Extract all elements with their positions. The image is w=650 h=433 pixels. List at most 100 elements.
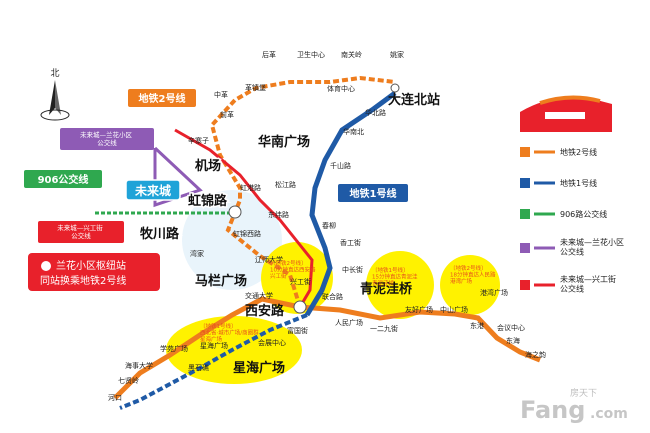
station-zhongshanguangchang[interactable]: 中山广场 [440,305,468,314]
legend-bus906-text: 906路公交线 [560,209,607,219]
label-bus906[interactable]: 906公交线 [24,170,102,188]
station-qixianling[interactable]: 七贤岭 [118,376,139,385]
station-muchuanlu[interactable]: 牧川路 [139,225,182,244]
station-xinzhaizi[interactable]: 辛寨子 [188,136,209,145]
station-huabeilu[interactable]: 华北路 [365,108,386,117]
station-heishijiao[interactable]: 黑石礁 [188,363,209,372]
station-jiaotongdaxue[interactable]: 交通大学 [245,291,273,300]
station-qiangee[interactable]: 前革 [220,110,234,119]
svg-text:〔地铁1号线〕西北省·城市广场/商圈群星海广场: 〔地铁1号线〕西北省·城市广场/商圈群星海广场 [200,322,259,343]
legend-line1: 地铁1号线 [520,178,597,188]
station-malanguangchang[interactable]: 马栏广场 [195,273,247,289]
compass-label: 北 [50,68,59,79]
label-line2[interactable]: 地铁2号线 [128,89,196,107]
station-yaojia[interactable]: 姚家 [390,50,404,59]
note-qingniwaqiao: 〔地铁1号线〕 [372,266,409,274]
watermark-cn: 房天下 [570,387,597,399]
station-xiangongjie[interactable]: 香工街 [340,238,361,247]
station-xinggongjie[interactable]: 兴工街 [290,277,311,286]
compass: 北 [40,68,70,121]
metro-line-1-south[interactable] [119,313,308,410]
station-liaoshidaxue[interactable]: 辽师大学 [255,255,283,264]
bus-xinggong-route[interactable] [174,128,314,308]
station-xingchengguangchang[interactable]: 星海广场 [200,341,228,350]
station-fuguojie[interactable]: 富国街 [287,326,308,335]
legend-bus-xinggong-text: 未来城—兴工街公交线 [560,274,616,294]
label-line1-text: 地铁1号线 [350,187,397,200]
highlight-notes: 〔地铁2号线〕10分钟直达西安路兴工街 〔地铁1号线〕15分钟直达青泥洼青泥洼桥… [200,259,496,343]
station-dongweilu[interactable]: 东纬路 [268,210,289,219]
north-arrow-icon [49,80,55,115]
label-bus-lanhua[interactable]: 未来城—兰花小区 公交线 [60,128,154,150]
station-yierjiulu[interactable]: 一二九街 [370,324,398,333]
station-labels: 后革 卫生中心 南关岭 姚家 革镇堡 体育中心 大连北站 中革 华北路 前革 辛… [108,50,546,402]
station-qingniwaqiao[interactable]: 青泥洼桥 [360,281,413,297]
station-renminguangchang[interactable]: 人民广场 [335,318,363,327]
station-weishengzhongxin[interactable]: 卫生中心 [297,50,325,59]
station-xuefuguangchang[interactable]: 学苑广场 [160,344,188,353]
station-songjianglu[interactable]: 松江路 [275,180,296,189]
station-jichang[interactable]: 机场 [194,157,223,176]
station-haizhiyun[interactable]: 海之韵 [525,350,546,359]
station-haijia[interactable]: 湾家 [190,249,204,258]
legend-line2-text: 地铁2号线 [560,147,597,157]
station-haishidaxue[interactable]: 海事大学 [125,361,153,370]
station-zhongge[interactable]: 中革 [214,90,228,99]
watermark: 房天下 Fang .com [520,387,628,424]
callout-lanhua-hub[interactable]: 兰花小区枢纽站 同站换乘地铁2号线 [28,253,160,291]
note-xinghai: 〔地铁1号线〕 [200,322,237,330]
label-bus-lanhua-text: 未来城—兰花小区 公交线 [80,130,134,147]
station-xian[interactable]: 西安路 [245,303,285,319]
legend-line2: 地铁2号线 [520,147,597,157]
svg-text:〔地铁2号线〕10分钟直达西安路兴工街: 〔地铁2号线〕10分钟直达西安路兴工街 [270,259,316,280]
station-huananbei[interactable]: 华南北 [343,127,364,136]
legend-bus-lanhua-text: 未来城—兰花小区公交线 [560,237,624,257]
train-icon [520,95,612,132]
station-hougu[interactable]: 后革 [262,50,276,59]
station-huizhanzhongxin2[interactable]: 会展中心 [258,338,286,347]
station-dalianbeizhan[interactable]: 大连北站 [388,92,440,108]
station-hongganlu[interactable]: 虹港路 [240,183,261,192]
highlight-gangwan [440,255,500,315]
station-dongfeng[interactable]: 东港 [470,321,484,330]
legend: 地铁2号线 地铁1号线 906路公交线 未来城—兰花小区公交线 未来城—兴工街公… [520,147,624,294]
station-hongjinlu[interactable]: 虹锦路 [187,192,230,211]
station-gejingli[interactable]: 革镇堡 [245,83,266,92]
watermark-brand: Fang [520,396,585,424]
station-tiyuzhongxin[interactable]: 体育中心 [327,84,355,93]
highlight-qingniwaqiao [366,251,434,319]
station-huizhanzhongxin[interactable]: 会议中心 [497,323,525,332]
label-line2-text: 地铁2号线 [139,92,186,105]
station-chunliu[interactable]: 春柳 [322,221,336,230]
station-hongjinxilu[interactable]: 虹锦西路 [233,229,261,238]
station-donghai[interactable]: 东海 [506,336,520,345]
metro-line-1[interactable] [304,90,397,317]
station-hekou[interactable]: 河口 [108,394,122,402]
note-xinggong: 〔地铁2号线〕 [270,259,307,267]
callout-line1: 兰花小区枢纽站 [56,259,126,272]
station-gangwanguangchang[interactable]: 港湾广场 [480,288,508,297]
svg-text:〔地铁2号线〕18分钟直达人民路港湾广场: 〔地铁2号线〕18分钟直达人民路港湾广场 [450,264,496,285]
svg-text:〔地铁1号线〕15分钟直达青泥洼青泥洼桥: 〔地铁1号线〕15分钟直达青泥洼青泥洼桥 [372,266,418,287]
station-youhaoguangchang[interactable]: 友好广场 [405,305,433,314]
label-bus-xinggong-text: 未来城—兴工街 公交线 [57,223,105,240]
badge-future-city-text: 未来城 [134,183,171,198]
metro-line-2-branch[interactable] [209,75,396,308]
label-bus-xinggong[interactable]: 未来城—兴工街 公交线 [38,221,124,243]
legend-line1-text: 地铁1号线 [560,178,597,188]
station-qianshanlu[interactable]: 千山路 [330,161,351,170]
station-nanguanling[interactable]: 南关岭 [341,50,362,59]
station-huananguangchang[interactable]: 华南广场 [258,134,310,150]
label-line1[interactable]: 地铁1号线 [338,184,408,202]
note-gangwan: 〔地铁2号线〕 [450,264,487,272]
badge-future-city[interactable]: 未来城 [125,179,181,201]
station-zhongchangjie[interactable]: 中长街 [342,265,363,274]
station-xinghaiguangchang[interactable]: 星海广场 [233,360,285,376]
legend-bus-xinggong: 未来城—兴工街公交线 [520,274,616,294]
station-lianheilu[interactable]: 联合路 [322,292,343,301]
station-dots [228,83,400,314]
metro-line-2[interactable] [113,296,541,400]
legend-bus906: 906路公交线 [520,209,607,219]
future-city-bg [182,190,282,290]
